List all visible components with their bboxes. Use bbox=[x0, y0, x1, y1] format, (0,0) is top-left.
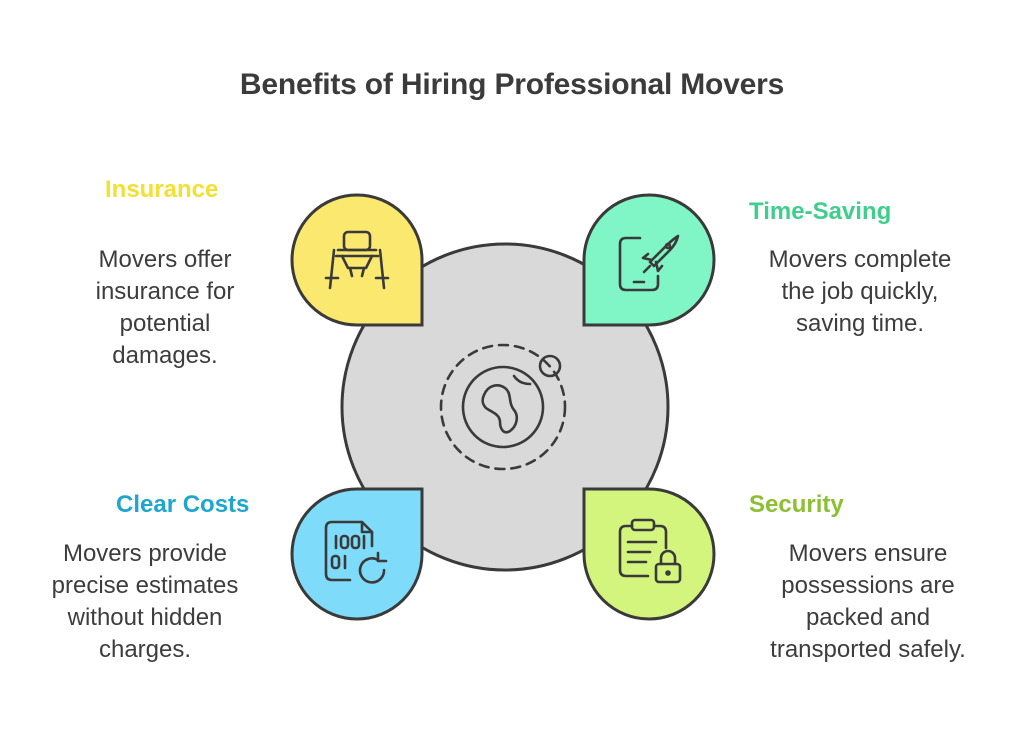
insurance-heading: Insurance bbox=[105, 176, 219, 203]
clipboard-lock-icon bbox=[618, 518, 682, 584]
insurance-description: Movers offer insurance for potential dam… bbox=[95, 246, 235, 369]
binary-refresh-icon bbox=[324, 520, 388, 584]
globe-orbit-icon bbox=[439, 343, 567, 471]
clear-costs-heading: Clear Costs bbox=[116, 491, 250, 518]
high-chair-icon bbox=[324, 230, 390, 290]
time-saving-heading: Time-Saving bbox=[749, 198, 892, 225]
clear-costs-petal bbox=[290, 487, 424, 621]
phone-rocket-icon bbox=[618, 234, 680, 292]
security-heading: Security bbox=[749, 491, 844, 518]
security-petal bbox=[582, 487, 716, 621]
time-saving-description: Movers complete the job quickly, saving … bbox=[768, 246, 952, 337]
page-title: Benefits of Hiring Professional Movers bbox=[239, 68, 785, 101]
insurance-petal bbox=[290, 193, 424, 327]
security-description: Movers ensure possessions are packed and… bbox=[770, 540, 966, 663]
clear-costs-description: Movers provide precise estimates without… bbox=[51, 540, 239, 663]
